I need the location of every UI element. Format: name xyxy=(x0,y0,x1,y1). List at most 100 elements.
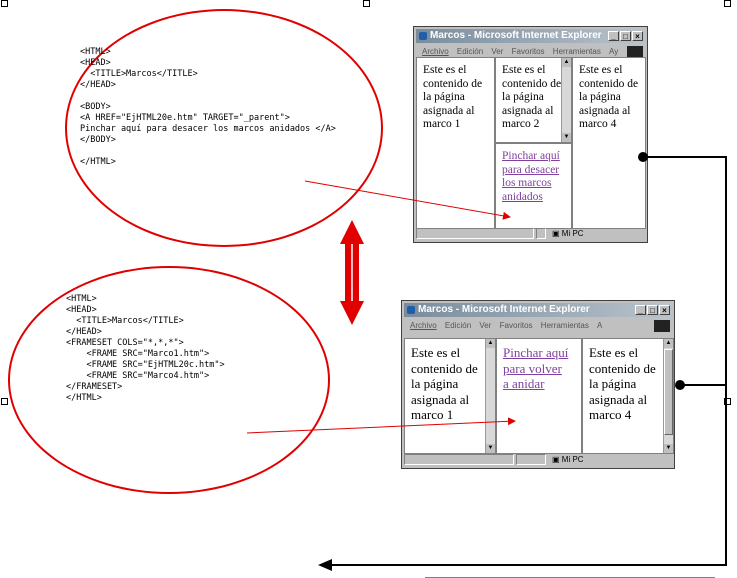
window-title: Marcos - Microsoft Internet Explorer xyxy=(418,304,590,315)
connector-arrowhead-icon xyxy=(318,559,332,571)
selection-handle[interactable] xyxy=(724,398,731,405)
status-cell xyxy=(516,454,546,465)
pointer-arrow-bottom xyxy=(246,417,516,434)
code-line: </HEAD> xyxy=(80,80,116,90)
selection-handle[interactable] xyxy=(363,0,370,7)
frame-2: Pinchar aquí para volver a anidar xyxy=(496,338,582,454)
status-cell xyxy=(416,228,534,239)
code-line: <FRAME SRC="Marco1.htm"> xyxy=(66,349,210,359)
bottom-code-ellipse xyxy=(8,266,330,494)
scroll-up-arrow-icon[interactable]: ▲ xyxy=(664,339,673,348)
code-line: <FRAMESET COLS="*,*,*"> xyxy=(66,338,184,348)
frame-2-text: Este es el contenido de la página asigna… xyxy=(502,64,562,130)
zone-indicator: ▣ Mi PC xyxy=(552,228,584,240)
windows-logo-icon xyxy=(627,46,643,58)
frame-4-text: Este es el contenido de la página asigna… xyxy=(579,64,639,130)
frame-3-text: Este es el contenido de la página asigna… xyxy=(589,345,656,422)
scroll-down-arrow-icon[interactable]: ▼ xyxy=(486,444,495,453)
bottom-code-listing: <HTML> <HEAD> <TITLE>Marcos</TITLE> </HE… xyxy=(66,294,225,404)
frame-1-text: Este es el contenido de la página asigna… xyxy=(411,345,478,422)
code-line: </HTML> xyxy=(66,393,102,403)
windows-logo-icon xyxy=(654,320,670,332)
top-code-listing: <HTML> <HEAD> <TITLE>Marcos</TITLE> </HE… xyxy=(80,47,336,168)
menu-herramientas[interactable]: Herramientas xyxy=(552,47,601,56)
code-line: <HTML> xyxy=(66,294,97,304)
selection-handle[interactable] xyxy=(1,0,8,7)
menu-favoritos[interactable]: Favoritos xyxy=(511,47,545,56)
frame-1: Este es el contenido de la página asigna… xyxy=(416,57,495,229)
menu-herramientas[interactable]: Herramientas xyxy=(540,321,589,330)
frame-2: Este es el contenido de la página asigna… xyxy=(495,57,572,143)
menu-edicion[interactable]: Edición xyxy=(444,321,472,330)
code-line: <FRAME SRC="EjHTML20c.htm"> xyxy=(66,360,225,370)
frame-1-text: Este es el contenido de la página asigna… xyxy=(423,64,483,130)
code-line: </FRAMESET> xyxy=(66,382,123,392)
code-line: </HEAD> xyxy=(66,327,102,337)
close-button[interactable]: × xyxy=(659,305,670,315)
renest-link[interactable]: Pinchar aquí para volver a anidar xyxy=(503,345,569,391)
connector-dot xyxy=(675,380,685,390)
scroll-down-arrow-icon[interactable]: ▼ xyxy=(664,444,673,453)
frame-3-scrollbar[interactable]: ▲ ▼ xyxy=(663,339,673,453)
scroll-up-arrow-icon[interactable]: ▲ xyxy=(486,339,495,348)
menu-ver[interactable]: Ver xyxy=(491,47,504,56)
code-line: <HTML> xyxy=(80,47,111,57)
frame-1-scrollbar[interactable]: ▲ ▼ xyxy=(485,339,495,453)
menu-ayuda[interactable]: Ay xyxy=(609,47,619,56)
top-code-ellipse xyxy=(65,9,383,247)
status-cell xyxy=(536,228,546,239)
code-line: Pinchar aquí para desacer los marcos ani… xyxy=(80,124,336,134)
minimize-button[interactable]: _ xyxy=(635,305,646,315)
menu-bar: Archivo Edición Ver Favoritos Herramient… xyxy=(404,319,672,333)
code-line: <BODY> xyxy=(80,102,111,112)
connector-line xyxy=(330,385,727,566)
close-button[interactable]: × xyxy=(632,31,643,41)
zone-label: Mi PC xyxy=(561,455,584,464)
menu-favoritos[interactable]: Favoritos xyxy=(499,321,533,330)
code-line: <TITLE>Marcos</TITLE> xyxy=(80,69,198,79)
selection-handle[interactable] xyxy=(1,398,8,405)
frame-1: Este es el contenido de la página asigna… xyxy=(404,338,496,454)
code-line: </BODY> xyxy=(80,135,116,145)
maximize-button[interactable]: □ xyxy=(620,31,631,41)
menu-ver[interactable]: Ver xyxy=(479,321,492,330)
window-title: Marcos - Microsoft Internet Explorer xyxy=(430,30,602,41)
status-bar: ▣ Mi PC xyxy=(404,454,672,466)
code-line: <TITLE>Marcos</TITLE> xyxy=(66,316,184,326)
ie-icon xyxy=(407,306,415,314)
pointer-arrow-top xyxy=(304,180,511,220)
ie-icon xyxy=(419,32,427,40)
unnest-link[interactable]: Pinchar aquí para desacer los marcos ani… xyxy=(502,150,560,203)
frame-4: Este es el contenido de la página asigna… xyxy=(572,57,646,229)
double-arrow-icon xyxy=(340,220,364,325)
scroll-up-arrow-icon[interactable]: ▲ xyxy=(562,58,571,67)
code-line: </HTML> xyxy=(80,157,116,167)
computer-icon: ▣ xyxy=(552,455,560,464)
bottom-browser-window: Marcos - Microsoft Internet Explorer _ □… xyxy=(401,300,675,469)
maximize-button[interactable]: □ xyxy=(647,305,658,315)
menu-bar: Archivo Edición Ver Favoritos Herramient… xyxy=(416,45,645,59)
title-bar: Marcos - Microsoft Internet Explorer _ □… xyxy=(416,29,645,43)
code-line: <HEAD> xyxy=(80,58,111,68)
selection-handle[interactable] xyxy=(724,0,731,7)
code-line: <A HREF="EjHTML20e.htm" TARGET="_parent"… xyxy=(80,113,290,123)
computer-icon: ▣ xyxy=(552,229,560,238)
minimize-button[interactable]: _ xyxy=(608,31,619,41)
frame-2-scrollbar[interactable]: ▲ ▼ xyxy=(561,58,571,142)
zone-label: Mi PC xyxy=(561,229,584,238)
scroll-thumb[interactable] xyxy=(664,349,673,435)
menu-archivo[interactable]: Archivo xyxy=(410,321,437,330)
code-line: <FRAME SRC="Marco4.htm"> xyxy=(66,371,210,381)
menu-archivo[interactable]: Archivo xyxy=(422,47,449,56)
menu-ayuda[interactable]: A xyxy=(597,321,603,330)
menu-edicion[interactable]: Edición xyxy=(456,47,484,56)
frame-3: Este es el contenido de la página asigna… xyxy=(582,338,674,454)
code-line: <HEAD> xyxy=(66,305,97,315)
scroll-down-arrow-icon[interactable]: ▼ xyxy=(562,133,571,142)
status-cell xyxy=(404,454,514,465)
zone-indicator: ▣ Mi PC xyxy=(552,454,584,466)
top-browser-window: Marcos - Microsoft Internet Explorer _ □… xyxy=(413,26,648,243)
status-bar: ▣ Mi PC xyxy=(416,228,645,240)
title-bar: Marcos - Microsoft Internet Explorer _ □… xyxy=(404,303,672,317)
